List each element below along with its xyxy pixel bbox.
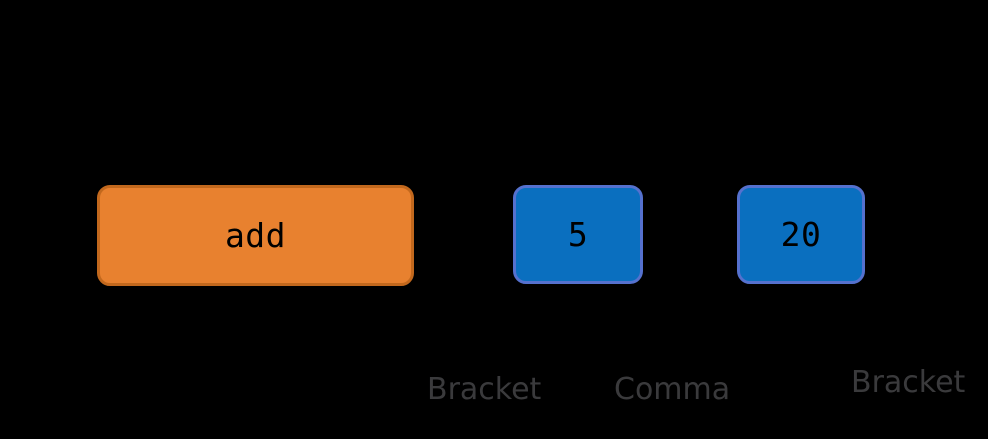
- function-node-add[interactable]: add: [97, 185, 414, 286]
- token-label-bracket-open: Bracket: [427, 372, 542, 407]
- token-label-comma: Comma: [614, 372, 731, 407]
- argument-node-2-label: 20: [780, 215, 822, 254]
- token-label-bracket-close: Bracket: [851, 365, 966, 400]
- argument-node-20[interactable]: 20: [737, 185, 865, 284]
- argument-node-5[interactable]: 5: [513, 185, 643, 284]
- function-node-label: add: [224, 216, 287, 255]
- argument-node-1-label: 5: [567, 215, 589, 254]
